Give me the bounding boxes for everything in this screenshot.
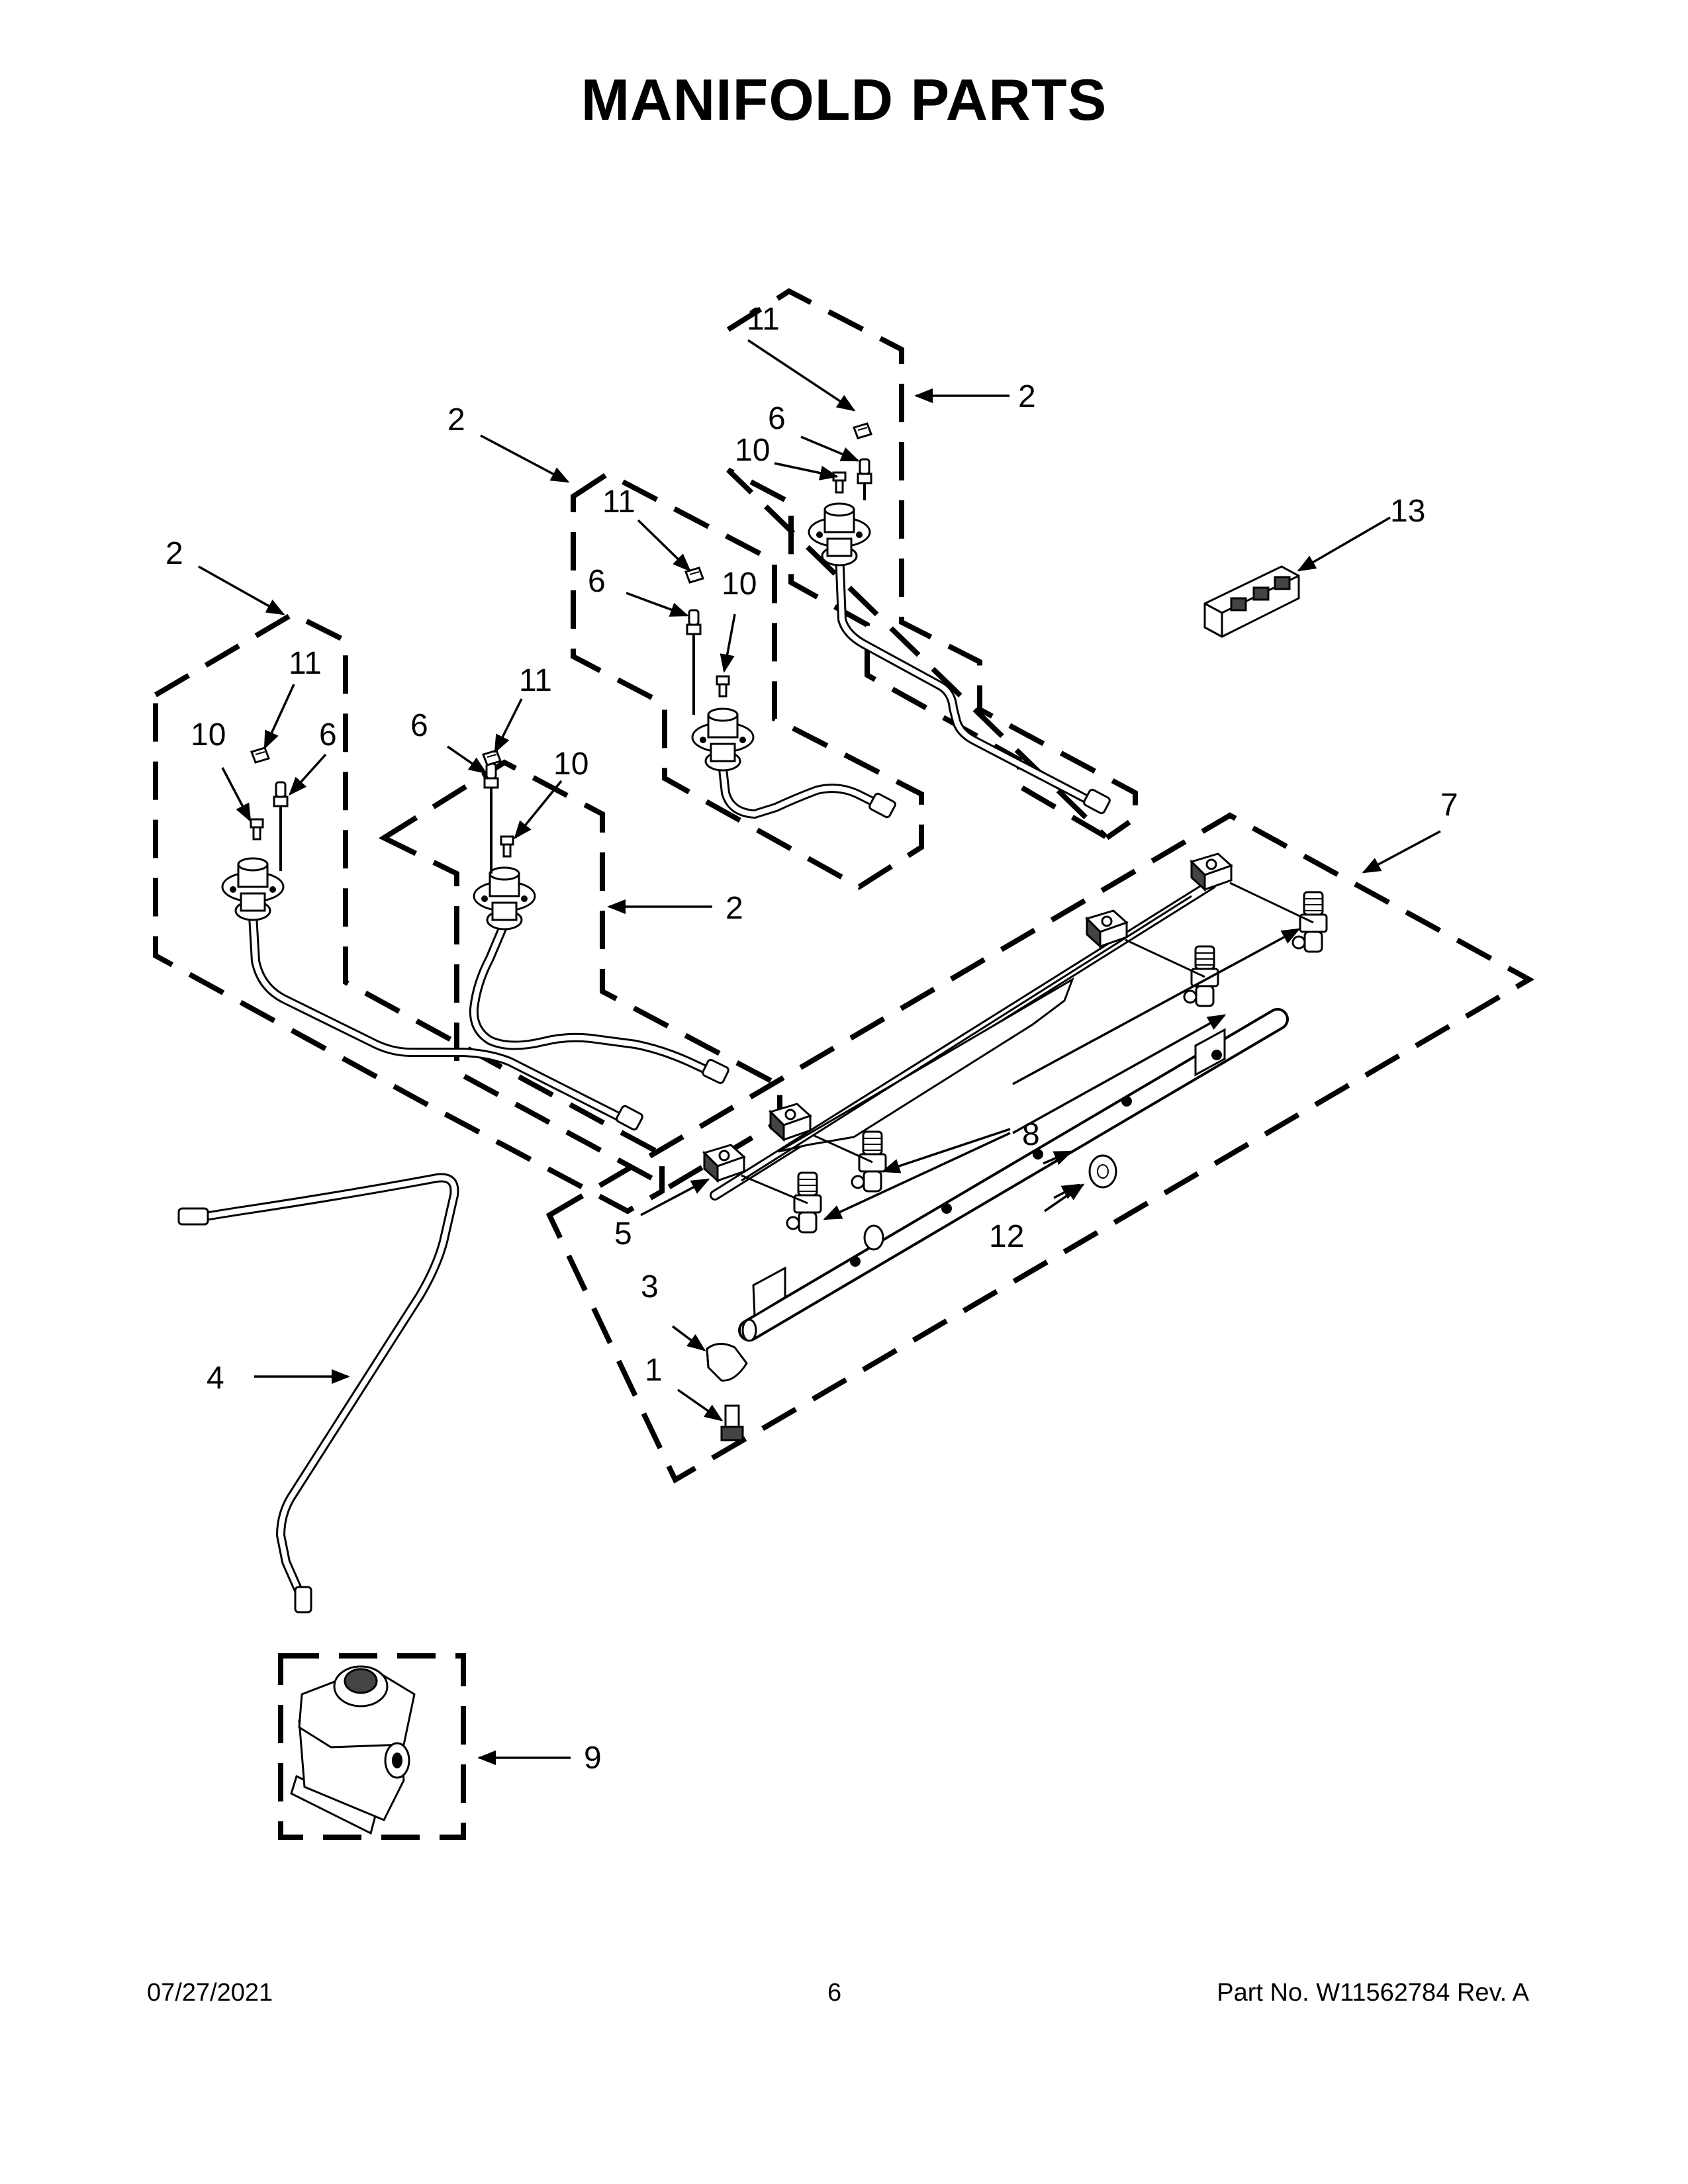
callout-2[interactable]: 2 [165,536,183,571]
callout-labels: 2 2 2 2 11 6 10 11 6 10 11 6 10 11 6 10 … [165,302,1458,1776]
assembly-outline-front-left-burner [153,611,665,1214]
footer-page-number: 6 [827,1979,842,2007]
assembly-outline-regulator [278,1653,466,1840]
callout-3[interactable]: 3 [641,1269,659,1304]
manifold-pipe [738,1008,1289,1342]
manifold-assembly [703,852,1328,1234]
callout-1[interactable]: 1 [645,1353,663,1388]
callout-7[interactable]: 7 [1440,788,1458,823]
valve-assembly-front-left [221,747,289,921]
callout-11[interactable]: 11 [289,646,322,681]
assembly-outline-front-center-burner [378,759,782,1191]
valve-assembly-rear-left [684,567,755,772]
callout-2[interactable]: 2 [726,891,743,926]
callout-10[interactable]: 10 [553,747,588,782]
callout-12[interactable]: 12 [989,1219,1024,1254]
callout-10[interactable]: 10 [191,717,226,752]
burner-tube-rear-right [835,549,1111,815]
valve-assembly-front-center [473,749,536,931]
callout-8[interactable]: 8 [1022,1117,1040,1152]
callout-6[interactable]: 6 [768,401,786,436]
callout-9[interactable]: 9 [584,1741,602,1776]
screw-part-1 [720,1404,744,1441]
callout-5[interactable]: 5 [614,1216,632,1251]
leader-lines [198,339,1441,1766]
regulator-part-9 [290,1665,416,1835]
strap-part-3 [706,1343,748,1382]
burner-tube-front-left [248,911,643,1131]
footer-date: 07/27/2021 [147,1979,273,2007]
footer-part-number: Part No. W11562784 Rev. A [1217,1979,1529,2007]
callout-6[interactable]: 6 [588,564,606,599]
callout-11[interactable]: 11 [519,663,552,698]
callout-4[interactable]: 4 [207,1361,224,1396]
callout-11[interactable]: 11 [602,484,635,520]
callout-6[interactable]: 6 [319,717,337,752]
burner-tube-rear-left [718,764,896,819]
callout-10[interactable]: 10 [735,433,770,468]
burner-tube-front-center [469,919,729,1084]
page-title: MANIFOLD PARTS [581,67,1107,132]
assembly-outline-rear-right-burner [726,288,1138,841]
callout-10[interactable]: 10 [722,567,757,602]
callout-2[interactable]: 2 [1018,379,1036,414]
assembly-outline-manifold [545,812,1535,1484]
callout-11[interactable]: 11 [747,302,780,337]
callout-6[interactable]: 6 [410,708,428,743]
callout-2[interactable]: 2 [447,402,465,437]
assembly-outline-rear-left-burner [571,471,924,890]
spark-module-part-13 [1203,565,1300,638]
supply-tube-part-4 [177,1173,459,1614]
callout-13[interactable]: 13 [1390,494,1425,529]
washer-part-12 [1088,1154,1117,1189]
